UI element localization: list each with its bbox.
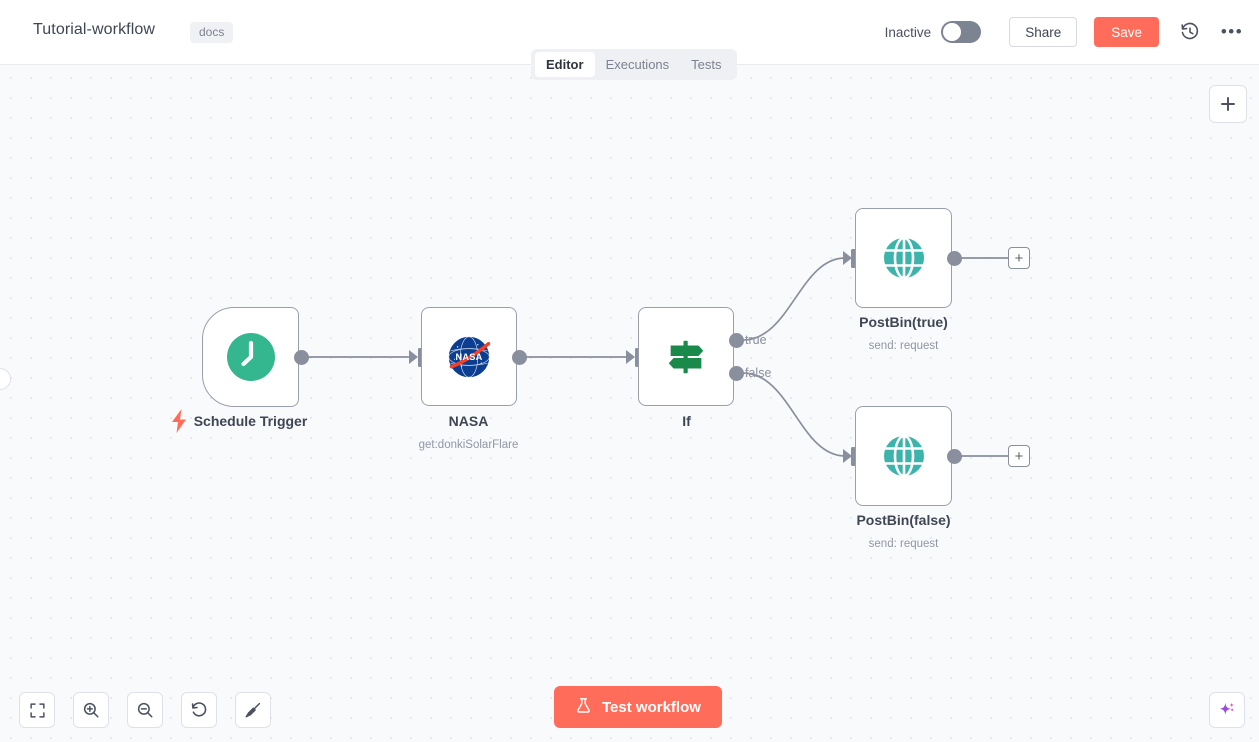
- history-clock-icon[interactable]: [1177, 19, 1203, 45]
- workflow-canvas[interactable]: Schedule Trigger NASA: [0, 65, 1259, 742]
- tab-executions[interactable]: Executions: [605, 57, 670, 72]
- workflow-title[interactable]: Tutorial-workflow: [33, 21, 156, 38]
- output-port-nasa[interactable]: [512, 350, 527, 365]
- test-workflow-label: Test workflow: [602, 698, 701, 716]
- node-if[interactable]: [638, 307, 734, 406]
- nasa-logo-icon: NASA: [448, 335, 491, 378]
- add-node-stub-true[interactable]: +: [1008, 247, 1030, 269]
- share-button[interactable]: Share: [1009, 17, 1078, 47]
- tab-editor[interactable]: Editor: [535, 52, 595, 77]
- port-label-false: false: [745, 366, 772, 380]
- signpost-icon: [668, 340, 704, 373]
- node-nasa[interactable]: NASA: [421, 307, 517, 406]
- zoom-out-icon[interactable]: [127, 692, 163, 728]
- input-arrow-postbin-true: [843, 251, 852, 265]
- globe-icon: [883, 434, 924, 478]
- output-port-postbin-false[interactable]: [947, 449, 962, 464]
- svg-text:NASA: NASA: [455, 352, 482, 362]
- save-button[interactable]: Save: [1094, 17, 1159, 47]
- connection-edges: [308, 257, 1008, 457]
- tab-tests[interactable]: Tests: [691, 57, 722, 72]
- output-port-if-true[interactable]: [729, 333, 744, 348]
- fit-view-icon[interactable]: [19, 692, 55, 728]
- editor-tabs: Editor Executions Tests: [531, 49, 737, 80]
- add-node-button[interactable]: [1209, 85, 1247, 123]
- clock-icon: [226, 333, 275, 381]
- globe-icon: [883, 236, 924, 280]
- workflow-active-label: Inactive: [884, 24, 932, 40]
- port-label-true: true: [745, 333, 767, 347]
- header-actions: Inactive Share Save •••: [885, 0, 1245, 64]
- input-arrow-if: [626, 350, 635, 364]
- node-postbin-true[interactable]: [855, 208, 952, 308]
- input-arrow-nasa: [409, 350, 418, 364]
- input-arrow-postbin-false: [843, 449, 852, 463]
- ellipsis-icon[interactable]: •••: [1220, 22, 1244, 41]
- test-workflow-button[interactable]: Test workflow: [554, 686, 722, 728]
- node-schedule-trigger[interactable]: [202, 307, 299, 407]
- trigger-bolt-icon: [170, 409, 188, 438]
- reset-zoom-icon[interactable]: [181, 692, 217, 728]
- flask-icon: [575, 696, 592, 719]
- workflow-active-toggle[interactable]: [941, 21, 982, 43]
- output-port-postbin-true[interactable]: [947, 251, 962, 266]
- canvas-zoom-toolbar: [19, 692, 271, 728]
- workflow-tag-docs[interactable]: docs: [190, 22, 234, 43]
- broom-icon[interactable]: [235, 692, 271, 728]
- add-node-stub-false[interactable]: +: [1008, 445, 1030, 467]
- output-port-if-false[interactable]: [729, 366, 744, 381]
- output-port-schedule-trigger[interactable]: [294, 350, 309, 365]
- sparkle-icon[interactable]: [1209, 692, 1245, 728]
- zoom-in-icon[interactable]: [73, 692, 109, 728]
- node-postbin-false[interactable]: [855, 406, 952, 506]
